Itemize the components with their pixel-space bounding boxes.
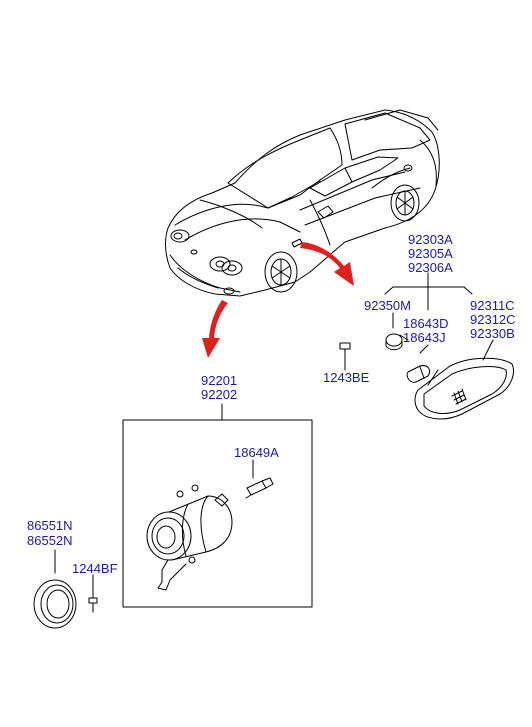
side-lamp-assy-label-3: 92306A: [408, 260, 453, 275]
red-arrow-icon: [202, 300, 228, 358]
side-lamp-lens-label-3: 92330B: [470, 326, 515, 341]
fog-lamp-screw-label: 1244BF: [72, 561, 118, 576]
fog-lamp-assy-label-2: 92202: [201, 387, 238, 402]
side-lamp-bulb-label-2: 18643J: [403, 330, 446, 345]
bulb-socket-part: [385, 333, 409, 351]
fog-lamp-callout-lines: [54, 403, 313, 608]
side-lamp-bulb-part: [406, 365, 431, 383]
side-lamp-lens-label-2: 92312C: [470, 312, 516, 327]
fog-lamp-assembly-part: [146, 484, 233, 591]
side-lamp-assy-label-2: 92305A: [408, 246, 453, 261]
fog-lamp-assy-label-1: 92201: [201, 373, 238, 388]
red-arrow-icon: [300, 242, 354, 286]
car-illustration: [165, 109, 440, 297]
side-lamp-screw-part: [339, 342, 351, 359]
fog-lamp-screw-part: [88, 597, 98, 613]
side-lamp-bulb-label-1: 18643D: [403, 316, 449, 331]
fog-lamp-bulb-part: [245, 477, 274, 499]
side-lamp-lens-label-1: 92311C: [470, 298, 515, 313]
side-lamp-lens-part: [414, 357, 514, 420]
side-lamp-assy-label-1: 92303A: [408, 232, 453, 247]
fog-lamp-cover-label-2: 86552N: [27, 533, 73, 548]
side-lamp-callout-lines: [344, 272, 494, 371]
fog-lamp-cover-label-1: 86551N: [27, 518, 73, 533]
fog-lamp-bulb-label: 18649A: [234, 445, 279, 460]
side-lamp-screw-label: 1243BE: [323, 370, 370, 385]
fog-lamp-cover-part: [33, 579, 77, 629]
bulb-socket-label: 92350M: [364, 298, 411, 313]
